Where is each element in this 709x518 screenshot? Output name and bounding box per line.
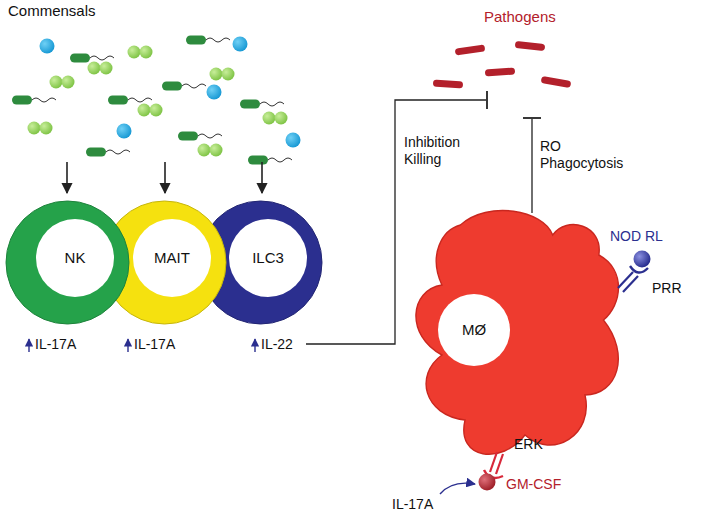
phagocytosis-inhibition [523, 118, 541, 213]
increase-arrow [254, 339, 255, 352]
increase-arrow [127, 339, 128, 352]
prr-receptor [618, 251, 651, 293]
group-label: Commensals [8, 2, 96, 19]
cytokine-label: IL-17A [134, 336, 175, 352]
il17a-arrow [440, 483, 475, 494]
cell-name: NK [65, 250, 86, 266]
kinase-label: ERK [514, 436, 543, 453]
cytokine-label: IL-22 [261, 336, 293, 352]
pathogen-bacteria [433, 41, 572, 89]
commensal-arrows [67, 162, 262, 193]
cell-name: MØ [462, 322, 486, 338]
cytokine-label: IL-17A [392, 496, 433, 513]
macrophage: MØ [405, 195, 645, 470]
cell-name: MAIT [154, 250, 190, 266]
nod-ligand [634, 251, 651, 268]
nk-cell: NKIL-17A [5, 200, 130, 325]
cell-name: ILC3 [252, 250, 284, 266]
process-label: Inhibition Killing [404, 134, 478, 168]
process-label: RO Phagocytosis [540, 138, 632, 172]
receptor-ligand-label: NOD RL [610, 228, 663, 245]
cytokine-label: IL-17A [35, 336, 76, 352]
gm-csf-ligand [479, 474, 496, 491]
cytokine-label: GM-CSF [506, 476, 561, 493]
macrophage-outline [405, 195, 645, 470]
gm-csf-receptor [479, 452, 504, 491]
receptor-label: PRR [652, 280, 682, 297]
increase-arrow [28, 339, 29, 352]
commensal-bacteria [12, 36, 301, 165]
group-label: Pathogens [484, 8, 556, 25]
